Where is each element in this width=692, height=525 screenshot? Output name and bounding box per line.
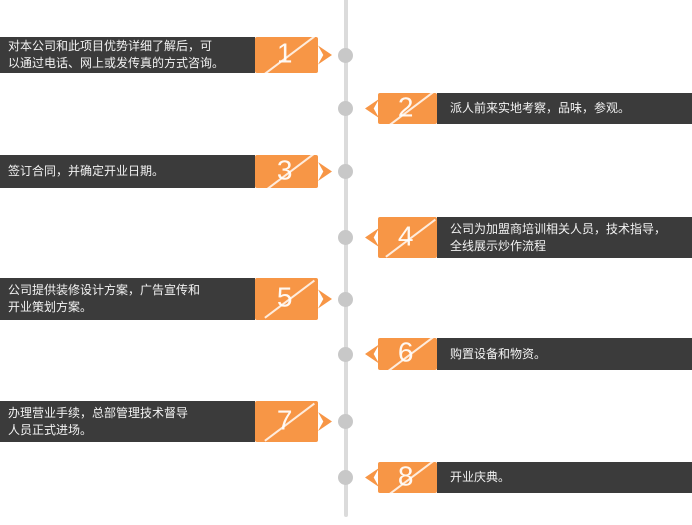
step-number-badge: 4 — [378, 217, 437, 258]
step-number-badge: 8 — [378, 458, 437, 497]
arrow-right-icon — [318, 289, 332, 309]
timeline-node-dot — [338, 346, 353, 362]
step-description: 派人前来实地考察，品味，参观。 — [437, 93, 692, 124]
step-number-badge: 2 — [378, 89, 437, 128]
arrow-left-icon — [365, 468, 379, 487]
step-description: 办理营业手续，总部管理技术督导 人员正式进场。 — [0, 401, 255, 442]
step-row-8: 8 开业庆典。 — [0, 458, 692, 497]
step-description: 签订合同，并确定开业日期。 — [0, 155, 255, 188]
timeline-node-dot — [338, 47, 353, 63]
step-row-4: 4 公司为加盟商培训相关人员，技术指导， 全线展示炒作流程 — [0, 217, 692, 258]
step-number-badge: 1 — [255, 35, 318, 75]
step-description: 对本公司和此项目优势详细了解后，可 以通过电话、网上或发传真的方式咨询。 — [0, 37, 255, 73]
timeline-node-dot — [338, 100, 353, 116]
step-row-2: 2 派人前来实地考察，品味，参观。 — [0, 89, 692, 128]
arrow-left-icon — [365, 228, 379, 247]
step-row-3: 签订合同，并确定开业日期。 3 — [0, 152, 692, 191]
step-row-7: 办理营业手续，总部管理技术督导 人员正式进场。 7 — [0, 401, 692, 442]
arrow-right-icon — [318, 162, 332, 181]
arrow-left-icon — [365, 344, 379, 364]
step-description: 公司提供装修设计方案，广告宣传和 开业策划方案。 — [0, 278, 255, 320]
step-number-badge: 5 — [255, 278, 318, 320]
timeline-node-dot — [338, 229, 353, 245]
arrow-right-icon — [318, 45, 332, 65]
timeline-node-dot — [338, 163, 353, 179]
timeline-node-dot — [338, 291, 353, 307]
timeline-node-dot — [338, 469, 353, 485]
timeline-axis-line — [344, 0, 348, 517]
step-number-badge: 3 — [255, 152, 318, 191]
step-number-badge: 7 — [255, 401, 318, 442]
arrow-right-icon — [318, 412, 332, 431]
step-description: 公司为加盟商培训相关人员，技术指导， 全线展示炒作流程 — [437, 217, 692, 258]
arrow-left-icon — [365, 99, 379, 118]
timeline-node-dot — [338, 413, 353, 429]
step-description: 购置设备和物资。 — [437, 338, 692, 370]
step-row-1: 对本公司和此项目优势详细了解后，可 以通过电话、网上或发传真的方式咨询。 1 — [0, 35, 692, 75]
step-row-6: 6 购置设备和物资。 — [0, 334, 692, 374]
step-row-5: 公司提供装修设计方案，广告宣传和 开业策划方案。 5 — [0, 278, 692, 320]
step-number-badge: 6 — [378, 334, 437, 374]
step-description: 开业庆典。 — [437, 462, 692, 493]
